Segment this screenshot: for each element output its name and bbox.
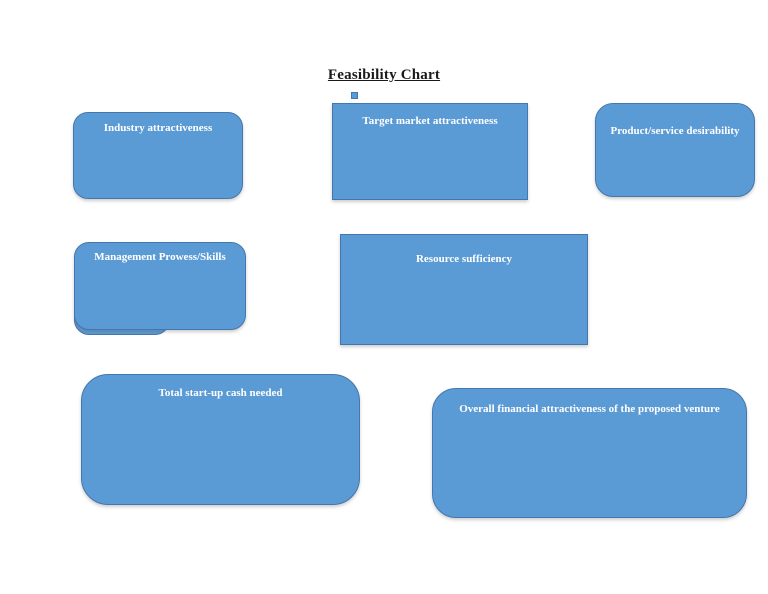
shape-label: Target market attractiveness: [362, 115, 498, 127]
shape-label: Management Prowess/Skills: [94, 251, 226, 263]
shape-target-market-attractiveness[interactable]: Target market attractiveness: [332, 103, 528, 200]
shape-label: Total start-up cash needed: [158, 387, 283, 399]
shape-product-service-desirability[interactable]: Product/service desirability: [595, 103, 755, 197]
shape-industry-attractiveness[interactable]: Industry attractiveness: [73, 112, 243, 199]
shape-management-prowess-skills[interactable]: Management Prowess/Skills: [74, 242, 246, 330]
shape-label: Product/service desirability: [610, 125, 740, 137]
shape-label: Overall financial attractiveness of the …: [459, 403, 720, 415]
page-title: Feasibility Chart: [327, 67, 441, 83]
shape-label: Industry attractiveness: [103, 122, 213, 134]
shape-resource-sufficiency[interactable]: Resource sufficiency: [340, 234, 588, 345]
shape-total-startup-cash-needed[interactable]: Total start-up cash needed: [81, 374, 360, 505]
shape-label: Resource sufficiency: [415, 253, 513, 265]
small-square-shape[interactable]: [351, 92, 358, 99]
shape-overall-financial-attractiveness[interactable]: Overall financial attractiveness of the …: [432, 388, 747, 518]
